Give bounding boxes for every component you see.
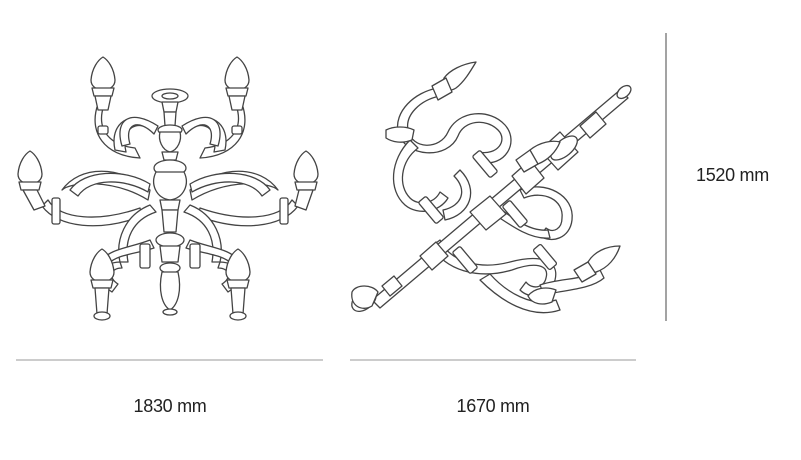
side-width-label: 1670 mm bbox=[456, 396, 530, 416]
front-candle-mid-left bbox=[17, 150, 46, 211]
front-arm-left-mid bbox=[69, 172, 151, 197]
side-candle-top bbox=[431, 61, 477, 101]
chandelier-front-view bbox=[17, 56, 319, 321]
front-width-label: 1830 mm bbox=[133, 396, 207, 416]
front-candle-mid-right bbox=[293, 150, 319, 211]
side-clamp-1 bbox=[418, 196, 444, 224]
side-tube-lower-loop bbox=[431, 239, 557, 297]
front-candle-low-right bbox=[225, 248, 251, 321]
side-clamp-2 bbox=[472, 150, 498, 178]
side-candle-mid bbox=[515, 140, 561, 173]
front-clamp-low-left bbox=[139, 243, 151, 269]
side-candle-right-low bbox=[527, 287, 557, 305]
height-label: 1520 mm bbox=[696, 165, 769, 185]
side-tube-inner bbox=[442, 169, 472, 221]
front-arm-right-mid bbox=[189, 172, 271, 197]
front-candle-low-left bbox=[89, 248, 115, 321]
chandelier-side-view bbox=[351, 61, 632, 314]
side-clamp-4 bbox=[502, 200, 528, 228]
side-clamp-5 bbox=[532, 243, 558, 271]
front-candle-top-right bbox=[224, 56, 250, 111]
front-loop-right-2 bbox=[119, 116, 159, 147]
side-clamp-3 bbox=[452, 246, 478, 274]
front-clamp-right bbox=[279, 197, 289, 225]
front-clamp-low-right bbox=[189, 243, 201, 269]
front-loop-left-2 bbox=[181, 116, 221, 147]
front-clamp-top-right bbox=[231, 125, 243, 135]
side-candle-left bbox=[385, 126, 415, 143]
front-central-column bbox=[151, 88, 189, 316]
front-clamp-left bbox=[51, 197, 61, 225]
side-candle-low bbox=[573, 245, 621, 283]
side-central-column bbox=[351, 84, 632, 312]
front-clamp-top-left bbox=[97, 125, 109, 135]
front-candle-top-left bbox=[90, 56, 116, 111]
side-tube-left-loop bbox=[392, 139, 449, 212]
